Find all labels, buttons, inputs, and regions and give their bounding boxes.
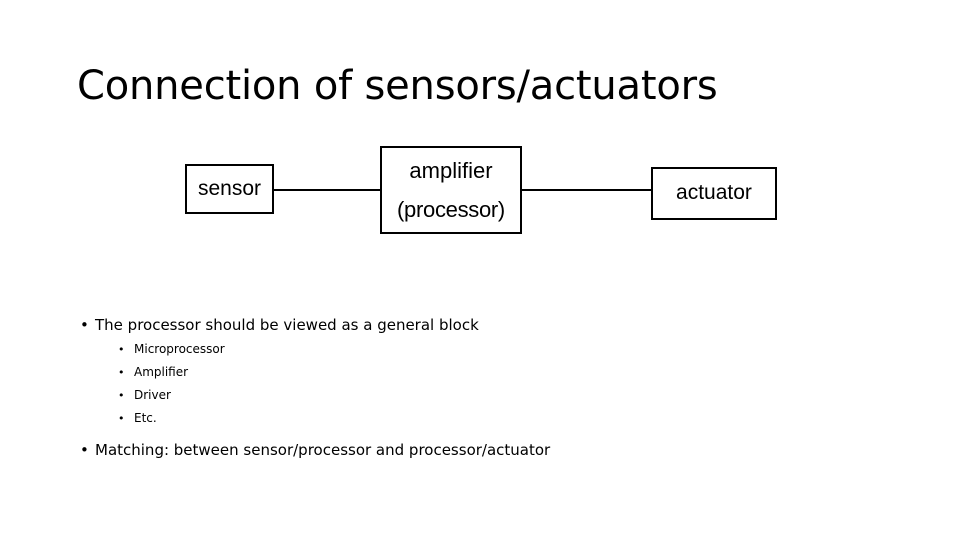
list-item-label: Microprocessor — [134, 342, 225, 356]
slide-body: • The processor should be viewed as a ge… — [78, 312, 878, 463]
list-item-label: The processor should be viewed as a gene… — [95, 316, 479, 334]
diagram-node-amplifier-label-secondary: (processor) — [397, 197, 505, 222]
bullet-marker-icon: • — [80, 441, 89, 459]
list-item: • Microprocessor — [118, 338, 878, 361]
diagram-node-actuator[interactable]: actuator — [651, 167, 777, 220]
diagram-link-sensor-amplifier — [273, 189, 381, 191]
list-item: • Amplifier — [118, 361, 878, 384]
bullet-marker-icon: • — [118, 343, 125, 356]
bullet-marker-icon: • — [80, 316, 89, 334]
diagram-node-amplifier[interactable]: amplifier (processor) — [380, 146, 522, 234]
sub-list: • Microprocessor • Amplifier • Driver • … — [78, 338, 878, 430]
list-item-label: Matching: between sensor/processor and p… — [95, 441, 551, 459]
diagram-node-sensor[interactable]: sensor — [185, 164, 274, 214]
list-item-label: Etc. — [134, 411, 157, 425]
bullet-marker-icon: • — [118, 412, 125, 425]
list-item: • Etc. — [118, 407, 878, 430]
list-item-label: Driver — [134, 388, 171, 402]
list-item: • Driver — [118, 384, 878, 407]
bullet-marker-icon: • — [118, 389, 125, 402]
list-item: • Matching: between sensor/processor and… — [78, 437, 878, 463]
list-item: • The processor should be viewed as a ge… — [78, 312, 878, 338]
diagram-node-actuator-label: actuator — [676, 181, 752, 205]
bullet-marker-icon: • — [118, 366, 125, 379]
diagram-link-amplifier-actuator — [521, 189, 652, 191]
diagram-node-amplifier-label-primary: amplifier — [409, 157, 493, 183]
diagram-node-sensor-label: sensor — [197, 176, 262, 200]
page-title: Connection of sensors/actuators — [77, 63, 718, 109]
list-item-label: Amplifier — [134, 365, 189, 379]
